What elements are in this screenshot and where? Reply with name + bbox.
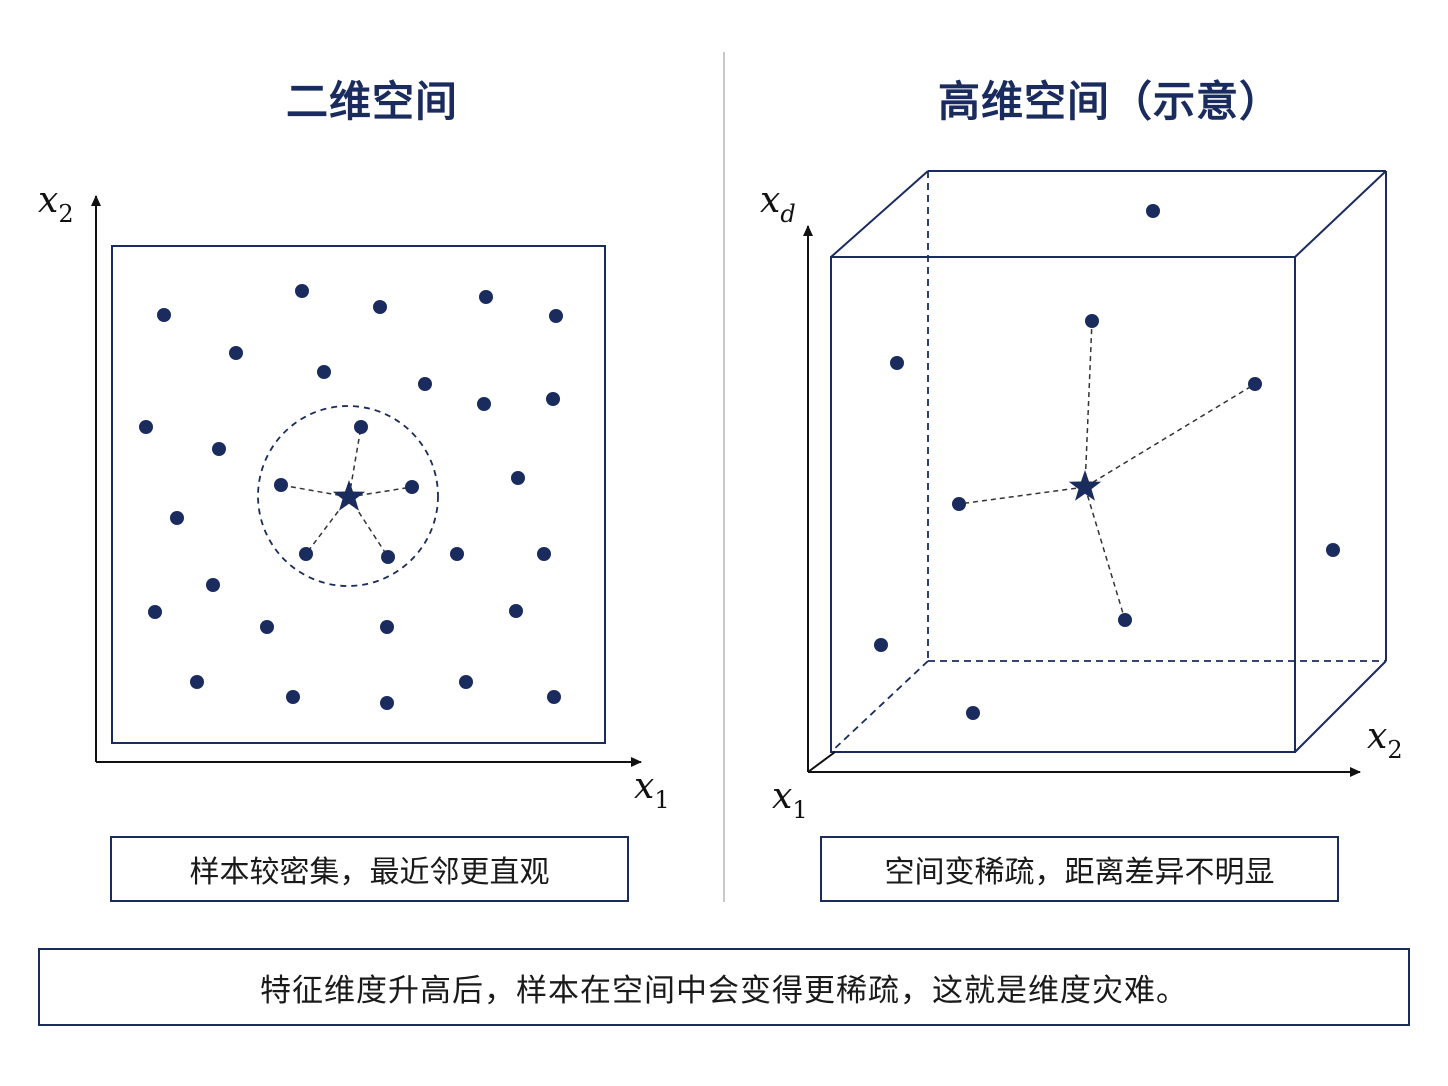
sample-point bbox=[509, 604, 523, 618]
sample-points bbox=[139, 284, 563, 710]
sample-point bbox=[477, 397, 491, 411]
sample-point bbox=[170, 511, 184, 525]
left-caption-text: 样本较密集，最近邻更直观 bbox=[189, 855, 550, 890]
right-caption-text: 空间变稀疏，距离差异不明显 bbox=[884, 855, 1275, 890]
sample-point bbox=[206, 578, 220, 592]
x2-axis-label: x2 bbox=[1367, 716, 1403, 764]
sample-point bbox=[1326, 543, 1340, 557]
sample-point bbox=[190, 675, 204, 689]
sample-point bbox=[459, 675, 473, 689]
neighbor-link bbox=[1084, 320, 1093, 488]
sample-point bbox=[511, 471, 525, 485]
neighbor-point bbox=[381, 550, 395, 564]
cube-front-face bbox=[830, 256, 1296, 753]
sample-point bbox=[157, 308, 171, 322]
cube-edge bbox=[1294, 660, 1387, 753]
neighbor-point bbox=[1085, 314, 1099, 328]
sample-point bbox=[286, 690, 300, 704]
neighbor-point bbox=[405, 480, 419, 494]
sample-point bbox=[1146, 204, 1160, 218]
summary-text: 特征维度升高后，样本在空间中会变得更稀疏，这就是维度灾难。 bbox=[260, 972, 1188, 1009]
summary-box: 特征维度升高后，样本在空间中会变得更稀疏，这就是维度灾难。 bbox=[38, 948, 1410, 1026]
x1-axis-stub bbox=[807, 751, 836, 773]
sample-point bbox=[373, 300, 387, 314]
sample-space-box bbox=[111, 245, 606, 744]
sample-point bbox=[260, 620, 274, 634]
sample-point bbox=[148, 605, 162, 619]
neighbor-point bbox=[952, 497, 966, 511]
sample-point bbox=[890, 356, 904, 370]
right-panel-title: 高维空间（示意） bbox=[937, 77, 1282, 126]
sample-point bbox=[874, 638, 888, 652]
sparse-sample-points bbox=[874, 204, 1340, 720]
neighbor-point bbox=[299, 547, 313, 561]
x1-axis-label: x1 bbox=[772, 776, 808, 824]
sample-point bbox=[418, 377, 432, 391]
sample-point bbox=[317, 365, 331, 379]
neighbor-link bbox=[1084, 486, 1126, 621]
neighbor-link bbox=[348, 426, 362, 498]
neighbor-point bbox=[354, 420, 368, 434]
sample-point bbox=[229, 346, 243, 360]
neighbor-point bbox=[1248, 377, 1262, 391]
query-star bbox=[332, 480, 366, 511]
left-panel-title: 二维空间 bbox=[285, 77, 458, 126]
sample-point bbox=[450, 547, 464, 561]
left-2d-plot: x2 x1 bbox=[38, 180, 670, 814]
sample-point bbox=[380, 620, 394, 634]
left-caption-box: 样本较密集，最近邻更直观 bbox=[110, 836, 629, 902]
neighbor-link bbox=[958, 486, 1086, 505]
sample-point bbox=[549, 309, 563, 323]
sample-point bbox=[537, 547, 551, 561]
neighbor-link bbox=[1084, 383, 1256, 488]
y-axis-label: x2 bbox=[38, 180, 74, 228]
sample-point bbox=[547, 690, 561, 704]
cube-edge bbox=[1294, 170, 1387, 258]
query-star bbox=[1068, 470, 1102, 501]
xd-axis-label: xd bbox=[760, 180, 796, 228]
cube-edge bbox=[830, 170, 929, 258]
sample-point bbox=[139, 420, 153, 434]
sample-point bbox=[546, 392, 560, 406]
sample-point bbox=[212, 442, 226, 456]
sample-point bbox=[966, 706, 980, 720]
right-caption-box: 空间变稀疏，距离差异不明显 bbox=[820, 836, 1339, 902]
sample-point bbox=[295, 284, 309, 298]
neighbor-point bbox=[1118, 613, 1132, 627]
sample-point bbox=[380, 696, 394, 710]
cube-hidden-edge bbox=[830, 660, 929, 753]
neighbor-point bbox=[274, 478, 288, 492]
x-axis-label: x1 bbox=[634, 766, 670, 814]
right-3d-plot: xd x2 x1 bbox=[760, 170, 1403, 824]
sample-point bbox=[479, 290, 493, 304]
neighborhood-circle bbox=[257, 405, 439, 587]
sparse-neighbor-links bbox=[958, 320, 1256, 621]
